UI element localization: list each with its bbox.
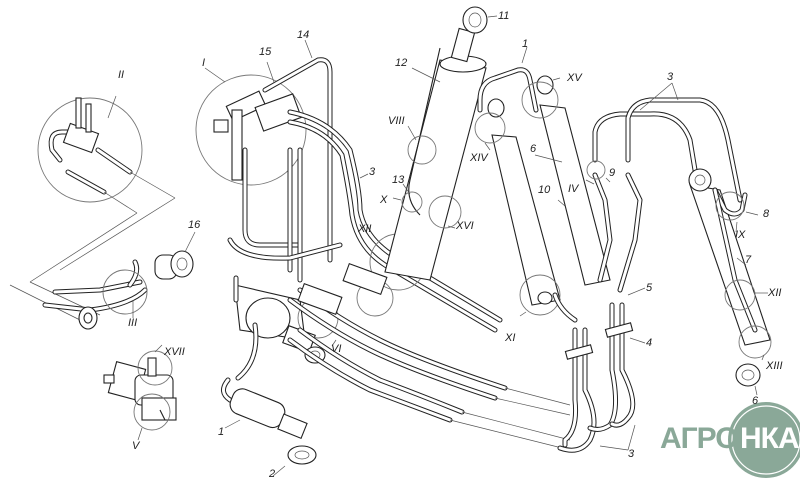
callout-6-bottom: 6 (752, 395, 759, 407)
cylinder-12 (384, 6, 498, 281)
callout-1-bottom: 1 (218, 426, 225, 438)
callout-V: V (132, 440, 140, 452)
callout-3-bottom: 3 (628, 448, 635, 460)
callout-X: X (380, 194, 388, 206)
callout-VIII: VIII (388, 115, 405, 127)
callout-12: 12 (395, 57, 408, 69)
watermark-logo (728, 402, 800, 478)
callout-XII-right: XII (768, 287, 782, 299)
callout-6-top: 6 (530, 143, 537, 155)
callout-XII-center: XII (358, 223, 372, 235)
callout-2: 2 (269, 468, 276, 480)
callout-10: 10 (538, 184, 551, 196)
lower-cylinder (221, 275, 339, 477)
cylinder-pair-middle (474, 46, 611, 317)
lower-pipe-bundle (287, 233, 571, 451)
callout-XI: XI (505, 332, 516, 344)
frame-pipes (227, 147, 343, 283)
callout-XVII: XVII (164, 346, 185, 358)
callout-VI: VI (331, 343, 342, 355)
watermark-text-right: НКА (740, 422, 800, 455)
detail-II-valve (29, 95, 176, 283)
pump-assembly (103, 344, 177, 441)
callout-8: 8 (763, 208, 770, 220)
callout-II: II (118, 69, 125, 81)
watermark-text-left: АГРО (660, 422, 739, 455)
control-valve-I (195, 61, 307, 186)
callout-XIV: XIV (470, 152, 488, 164)
callout-5: 5 (646, 282, 653, 294)
callout-XIII: XIII (766, 360, 783, 372)
callout-1-top: 1 (522, 38, 529, 50)
callout-XVI: XVI (456, 220, 474, 232)
callout-XV: XV (567, 72, 582, 84)
callout-IX: IX (735, 229, 746, 241)
callout-9: 9 (609, 167, 616, 179)
callout-15: 15 (259, 46, 272, 58)
detail-III-fittings (9, 231, 196, 330)
callout-3-left: 3 (369, 166, 376, 178)
cylinder-7 (688, 168, 772, 396)
callout-IV: IV (568, 183, 579, 195)
callout-III: III (128, 317, 138, 329)
callout-3-top: 3 (667, 71, 674, 83)
callout-16: 16 (188, 219, 201, 231)
callout-11: 11 (498, 10, 510, 22)
callout-4: 4 (646, 337, 653, 349)
pipe-run-3-right (586, 82, 743, 293)
pipe-run-14 (262, 39, 503, 333)
callout-14: 14 (297, 29, 310, 41)
callout-I: I (202, 57, 206, 69)
hook-pipes (552, 287, 646, 453)
callout-7: 7 (745, 254, 752, 266)
callout-13: 13 (392, 174, 405, 186)
